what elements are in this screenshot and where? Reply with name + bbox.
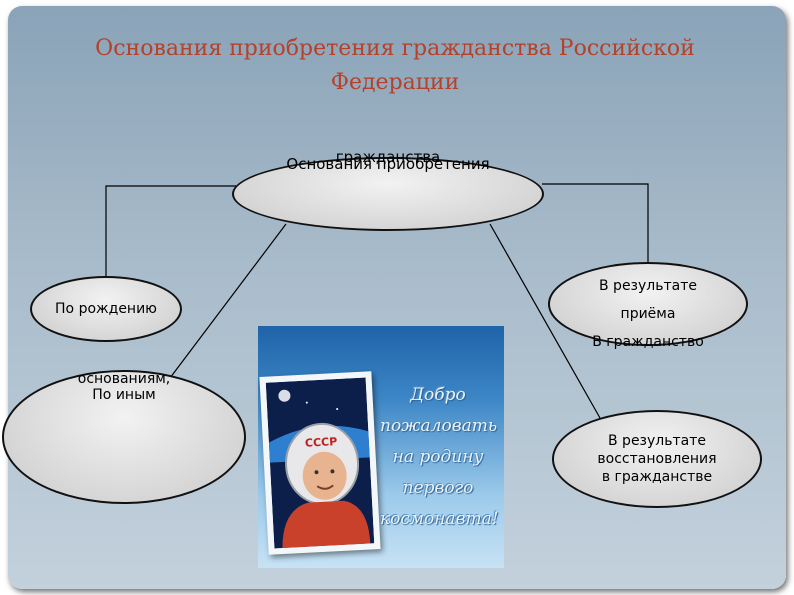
caption-line-4: первого <box>380 473 496 504</box>
caption-line-3: на родину <box>380 442 496 473</box>
helmet-text: СССР <box>305 435 338 450</box>
node-other-line-1: По иным <box>44 386 204 404</box>
gagarin-poster-image: СССР Добро пожаловать на родину первого … <box>258 326 504 568</box>
node-birth-line-1: По рождению <box>55 300 157 318</box>
caption-line-2: пожаловать <box>380 411 496 442</box>
node-by-birth: По рождению <box>30 276 182 342</box>
node-restore-line-1: В результате <box>567 432 747 450</box>
node-restore-line-3: в гражданстве <box>567 468 747 486</box>
node-main-grounds: Основания приобретения гражданства <box>232 157 544 231</box>
connector-main-to-birth <box>106 186 236 276</box>
cosmonaut-illustration: СССР <box>266 377 375 548</box>
caption-line-5: космонавта! <box>380 504 496 535</box>
node-admission: В результате приёма В гражданство <box>548 262 748 346</box>
caption-line-1: Добро <box>380 380 496 411</box>
node-other-line-2: основаниям, <box>44 370 204 388</box>
node-restore-line-2: восстановления <box>567 450 747 468</box>
node-accept-line-3: В гражданство <box>563 333 733 351</box>
cosmonaut-photo-card: СССР <box>259 371 380 555</box>
node-accept-line-2: приёма <box>563 305 733 323</box>
node-restoration: В результате восстановления в гражданств… <box>552 410 762 508</box>
node-accept-line-1: В результате <box>563 277 733 295</box>
connector-main-to-accept <box>542 184 648 262</box>
welcome-caption: Добро пожаловать на родину первого космо… <box>380 380 496 535</box>
node-other-grounds: По иным основаниям, <box>2 370 246 504</box>
